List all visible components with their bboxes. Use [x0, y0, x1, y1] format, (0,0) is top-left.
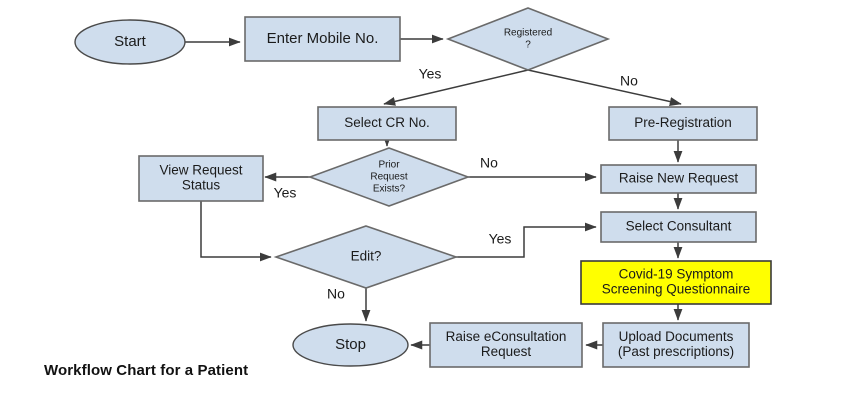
edge-registered-no [527, 69, 682, 106]
node-enter-mobile[interactable]: Enter Mobile No. [244, 16, 401, 62]
node-label-covid-screen: Covid-19 Symptom [619, 267, 734, 282]
node-label-covid-screen: Screening Questionnaire [602, 282, 751, 297]
node-select-cons[interactable]: Select Consultant [600, 211, 757, 243]
node-label-raise-econs: Request [481, 344, 532, 359]
node-start[interactable]: Start [74, 19, 186, 65]
node-label-registered: Registered [504, 28, 552, 39]
edge-label-registered-no: No [620, 73, 638, 89]
node-shape-raise-econs[interactable] [429, 322, 583, 368]
node-shape-raise-new[interactable] [600, 164, 757, 194]
edge-registered-yes [383, 69, 529, 106]
node-shape-view-status[interactable] [138, 155, 264, 202]
edge-label-prior-no: No [480, 155, 498, 171]
node-label-upload-docs: (Past prescriptions) [618, 344, 734, 359]
node-shape-edit[interactable] [273, 225, 459, 289]
edge-label-edit-yes: Yes [489, 231, 512, 247]
node-label-stop: Stop [335, 336, 366, 353]
chart-caption: Workflow Chart for a Patient [44, 362, 249, 379]
node-upload-docs[interactable]: Upload Documents(Past prescriptions) [602, 322, 750, 368]
node-edit[interactable]: Edit? [273, 225, 459, 289]
edge-line [200, 201, 272, 262]
node-label-enter-mobile: Enter Mobile No. [267, 30, 379, 47]
node-shape-select-cons[interactable] [600, 211, 757, 243]
node-shape-prior-req[interactable] [307, 147, 471, 207]
node-label-prior-req: Prior [378, 160, 400, 171]
node-label-view-status: Status [182, 178, 221, 193]
node-label-select-cons: Select Consultant [626, 219, 732, 234]
edge-label-registered-yes: Yes [419, 66, 442, 82]
edge-viewstatus-to-edit [200, 201, 272, 262]
node-label-raise-econs: Raise eConsultation [446, 329, 567, 344]
node-label-upload-docs: Upload Documents [619, 329, 734, 344]
node-shape-pre-reg[interactable] [608, 106, 758, 141]
node-registered[interactable]: Registered? [445, 7, 611, 71]
node-label-pre-reg: Pre-Registration [634, 115, 732, 130]
node-label-start: Start [114, 33, 147, 50]
node-shape-covid-screen[interactable] [580, 260, 772, 305]
node-select-cr[interactable]: Select CR No. [317, 106, 457, 141]
node-raise-new[interactable]: Raise New Request [600, 164, 757, 194]
node-stop[interactable]: Stop [292, 323, 409, 367]
node-label-raise-new: Raise New Request [619, 171, 739, 186]
node-label-view-status: View Request [159, 163, 242, 178]
edge-edit-yes [456, 222, 597, 258]
edge-line [527, 69, 682, 106]
node-pre-reg[interactable]: Pre-Registration [608, 106, 758, 141]
node-label-edit: Edit? [351, 249, 382, 264]
node-shape-enter-mobile[interactable] [244, 16, 401, 62]
node-label-prior-req: Request [370, 172, 407, 183]
edge-label-prior-yes: Yes [274, 185, 297, 201]
node-shape-select-cr[interactable] [317, 106, 457, 141]
edge-line [383, 69, 529, 106]
node-shape-registered[interactable] [445, 7, 611, 71]
nodes-layer: Start Enter Mobile No. Registered? Select C… [74, 7, 772, 368]
edges-layer [185, 34, 683, 350]
node-label-registered: ? [525, 40, 531, 51]
node-label-prior-req: Exists? [373, 184, 406, 195]
node-label-select-cr: Select CR No. [344, 115, 430, 130]
edge-label-edit-no: No [327, 286, 345, 302]
edge-line [456, 222, 597, 258]
node-shape-stop[interactable] [292, 323, 409, 367]
node-shape-start[interactable] [74, 19, 186, 65]
node-shape-upload-docs[interactable] [602, 322, 750, 368]
